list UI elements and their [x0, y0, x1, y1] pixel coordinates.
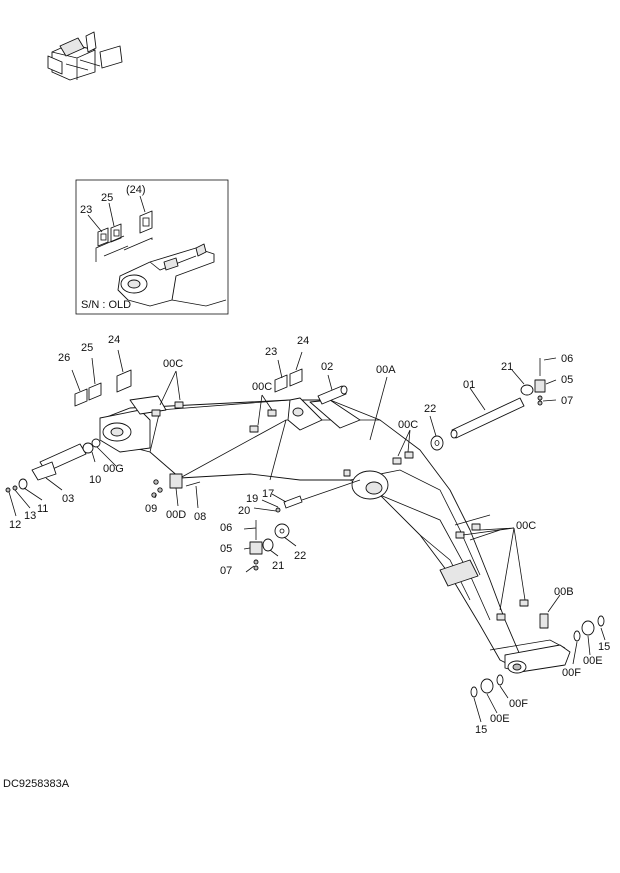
label-25: 25: [81, 342, 93, 354]
label-00f: 00F: [509, 698, 528, 710]
label-07: 07: [561, 395, 573, 407]
boom-assembly: [99, 395, 571, 674]
label-00a: 00A: [376, 364, 396, 376]
label-00c: 00C: [516, 520, 536, 532]
label-11: 11: [37, 503, 48, 515]
label-00b: 00B: [554, 586, 574, 598]
label-19: 19: [246, 493, 258, 505]
label-10: 10: [89, 474, 101, 486]
label-24: 24: [297, 335, 309, 347]
label-01: 01: [463, 379, 475, 391]
inset-label-24: (24): [126, 184, 146, 196]
orientation-cube-icon: [47, 31, 123, 81]
label-00e: 00E: [490, 713, 510, 725]
label-05: 05: [220, 543, 232, 555]
label-15: 15: [598, 641, 610, 653]
label-06: 06: [220, 522, 232, 534]
label-03: 03: [62, 493, 74, 505]
label-15: 15: [475, 724, 487, 736]
label-20: 20: [238, 505, 250, 517]
label-17: 17: [262, 488, 274, 500]
label-05: 05: [561, 374, 573, 386]
inset-label-23: 23: [80, 204, 92, 216]
part-labels: 26 25 24 00C 23 24 00C 02 00A 21 06 05 0…: [9, 334, 610, 736]
label-00c: 00C: [398, 419, 418, 431]
leader-lines: [8, 349, 606, 723]
label-00e: 00E: [583, 655, 603, 667]
label-08: 08: [194, 511, 206, 523]
label-00g: 00G: [103, 463, 124, 475]
label-13: 13: [24, 510, 36, 522]
label-12: 12: [9, 519, 21, 531]
label-00c: 00C: [163, 358, 183, 370]
label-24: 24: [108, 334, 120, 346]
label-07: 07: [220, 565, 232, 577]
label-26: 26: [58, 352, 70, 364]
label-00c: 00C: [252, 381, 272, 393]
label-02: 02: [321, 361, 333, 373]
label-21: 21: [272, 560, 284, 572]
inset-serial-note: S/N : OLD: [81, 299, 131, 311]
loose-parts: [5, 358, 605, 698]
label-23: 23: [265, 346, 277, 358]
label-22: 22: [294, 550, 306, 562]
label-22: 22: [424, 403, 436, 415]
inset-old-serial: 23 25 (24) S/N : OLD: [75, 179, 229, 315]
label-00f: 00F: [562, 667, 581, 679]
label-09: 09: [145, 503, 157, 515]
inset-label-25: 25: [101, 192, 113, 204]
label-06: 06: [561, 353, 573, 365]
label-00d: 00D: [166, 509, 186, 521]
drawing-id: DC9258383A: [3, 778, 70, 790]
label-21: 21: [501, 361, 513, 373]
